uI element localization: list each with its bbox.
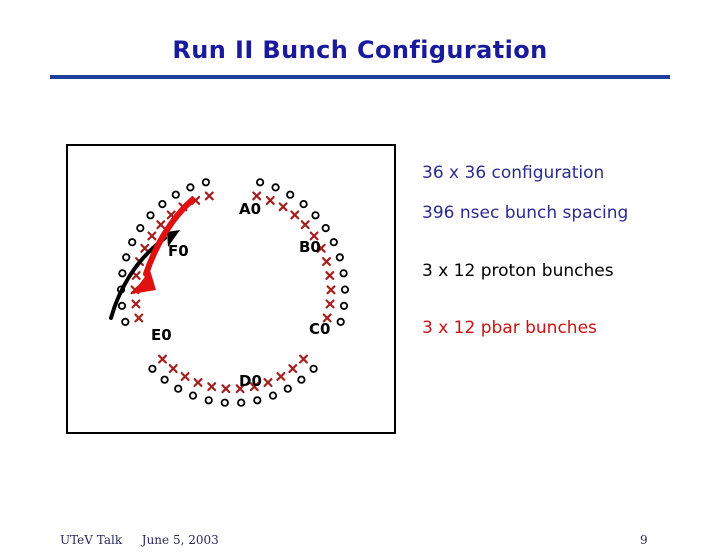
proton-bunch-marker: [136, 224, 145, 233]
proton-bunch-marker: [271, 183, 280, 192]
proton-bunch-marker: [256, 178, 265, 187]
pbar-bunch-marker: [325, 299, 335, 309]
proton-bunch-marker: [329, 238, 338, 247]
pbar-bunch-marker: [168, 364, 178, 374]
note-proton-bunches: 3 x 12 proton bunches: [422, 261, 614, 281]
pbar-bunch-marker: [322, 257, 331, 267]
proton-bunch-marker: [186, 183, 195, 192]
proton-bunch-marker: [336, 317, 345, 326]
footer-page-number: 9: [640, 533, 648, 547]
proton-bunch-marker: [188, 391, 198, 400]
proton-bunch-marker: [340, 285, 350, 294]
proton-bunch-markers: [116, 178, 350, 407]
pbar-bunch-marker: [299, 354, 308, 364]
pbar-bunch-marker: [278, 202, 288, 212]
pbar-bunch-marker: [147, 231, 157, 241]
proton-bunch-marker: [299, 199, 308, 209]
sector-label-c0: C0: [309, 320, 331, 338]
proton-bunch-marker: [160, 375, 169, 384]
pbar-bunch-marker: [326, 285, 336, 295]
sector-label-d0: D0: [239, 372, 262, 390]
proton-bunch-marker: [311, 211, 320, 220]
proton-bunch-marker: [174, 384, 183, 393]
proton-bunch-marker: [121, 317, 130, 326]
proton-bunch-marker: [201, 178, 210, 187]
tevatron-ring-svg: [109, 178, 350, 407]
proton-arrow-head-icon: [167, 230, 180, 247]
proton-bunch-marker: [339, 301, 349, 310]
pbar-bunch-marker: [252, 191, 262, 201]
pbar-bunch-marker: [131, 271, 141, 280]
proton-bunch-marker: [158, 199, 167, 209]
bunch-configuration-diagram: A0 B0 C0 D0 E0 F0: [66, 144, 396, 434]
pbar-bunch-marker: [288, 364, 298, 374]
pbar-bunch-marker: [134, 313, 144, 323]
pbar-bunch-marker: [207, 382, 217, 392]
sector-label-a0: A0: [239, 200, 262, 218]
pbar-bunch-marker: [300, 220, 310, 230]
footer-talk-name: UTeV Talk: [60, 533, 123, 547]
pbar-bunch-marker: [204, 191, 214, 201]
proton-bunch-marker: [253, 396, 262, 405]
proton-bunch-marker: [339, 269, 348, 278]
title-underline-rule: [50, 75, 670, 79]
pbar-bunch-marker: [309, 231, 319, 241]
proton-bunch-marker: [148, 364, 157, 373]
note-pbar-bunches: 3 x 12 pbar bunches: [422, 318, 597, 338]
proton-bunch-marker: [335, 253, 344, 262]
proton-bunch-marker: [171, 190, 180, 199]
proton-bunch-marker: [309, 364, 318, 373]
pbar-bunch-marker: [131, 299, 141, 309]
note-configuration: 36 x 36 configuration: [422, 163, 605, 183]
page-title: Run II Bunch Configuration: [172, 36, 548, 64]
proton-bunch-marker: [283, 384, 292, 393]
pbar-bunch-marker: [316, 243, 326, 253]
proton-bunch-marker: [146, 211, 155, 220]
proton-bunch-marker: [321, 224, 330, 233]
pbar-bunch-marker: [322, 313, 332, 323]
pbar-direction-arrow: [143, 197, 195, 277]
pbar-bunch-markers: [130, 191, 336, 394]
note-bunch-spacing: 396 nsec bunch spacing: [422, 203, 629, 223]
pbar-bunch-marker: [249, 382, 259, 392]
sector-label-b0: B0: [299, 238, 321, 256]
pbar-arrow-head-icon: [132, 270, 156, 294]
pbar-bunch-marker: [265, 195, 275, 205]
pbar-bunch-marker: [290, 210, 300, 220]
sector-label-f0: F0: [168, 242, 189, 260]
proton-bunch-marker: [286, 190, 295, 199]
proton-bunch-marker: [118, 269, 127, 278]
beam-direction-arrows: [109, 197, 195, 320]
proton-bunch-marker: [220, 398, 229, 407]
pbar-bunch-marker: [140, 243, 150, 253]
pbar-bunch-marker: [276, 372, 286, 381]
footer-talk-info: UTeV Talk June 5, 2003: [60, 533, 219, 547]
proton-bunch-marker: [128, 238, 137, 247]
pbar-bunch-marker: [193, 378, 203, 387]
proton-bunch-marker: [237, 398, 246, 407]
proton-bunch-marker: [204, 396, 213, 405]
proton-bunch-marker: [297, 375, 306, 384]
pbar-bunch-marker: [180, 372, 190, 381]
pbar-bunch-marker: [221, 384, 231, 394]
pbar-bunch-marker: [158, 354, 167, 364]
proton-bunch-marker: [117, 301, 127, 310]
pbar-bunch-marker: [263, 378, 273, 387]
proton-bunch-marker: [268, 391, 278, 400]
pbar-bunch-marker: [235, 384, 245, 394]
pbar-bunch-marker: [156, 220, 166, 230]
pbar-bunch-marker: [325, 271, 335, 280]
sector-label-e0: E0: [151, 326, 172, 344]
proton-bunch-marker: [122, 253, 131, 262]
footer-date: June 5, 2003: [141, 533, 219, 547]
